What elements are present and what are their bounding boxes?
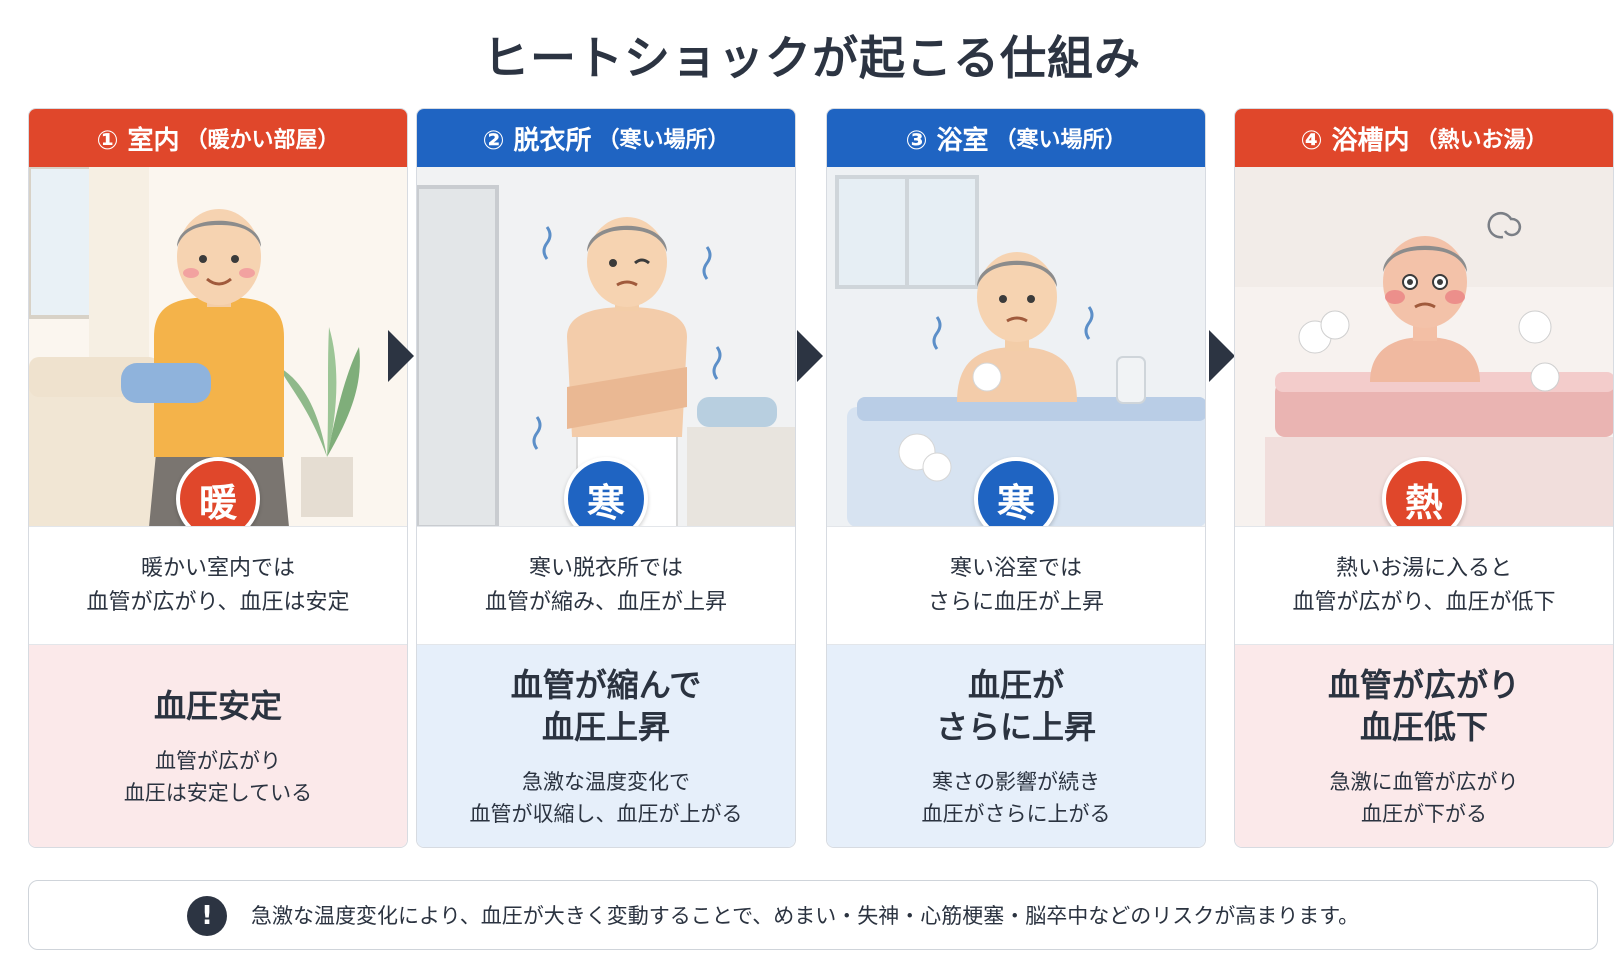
result-line: 血圧が <box>967 666 1064 704</box>
detail-line: 急激な温度変化で <box>522 770 690 794</box>
desc-line: 血管が広がり、血圧は安定 <box>86 589 350 615</box>
step-description-2: 寒い脱衣所では 血管が縮み、血圧が上昇 <box>417 527 795 645</box>
desc-line: 血管が縮み、血圧が上昇 <box>484 589 727 615</box>
step-description-1: 暖かい室内では 血管が広がり、血圧は安定 <box>29 527 407 645</box>
exclamation-icon: ! <box>187 896 227 936</box>
step-result-2: 血管が縮んで 血圧上昇 急激な温度変化で 血管が収縮し、血圧が上がる <box>417 645 795 847</box>
warm-badge: 暖 <box>176 457 260 526</box>
desc-line: 暖かい室内では <box>140 555 295 581</box>
result-line: 血管が縮んで <box>510 666 702 704</box>
detail-line: 血圧が下がる <box>1361 802 1487 826</box>
result-heading: 血管が広がり 血圧低下 <box>1328 664 1520 748</box>
detail-line: 血管が収縮し、血圧が上がる <box>469 802 743 826</box>
desc-line: 寒い浴室では <box>949 555 1082 581</box>
flow-arrow-icon <box>388 330 414 382</box>
step-description-4: 熱いお湯に入ると 血管が広がり、血圧が低下 <box>1235 527 1613 645</box>
bathroom-illustration: 寒 <box>827 167 1205 527</box>
changing-room-illustration: 寒 <box>417 167 795 527</box>
flow-arrow-icon <box>797 330 823 382</box>
cold-badge: 寒 <box>564 457 648 526</box>
step-header-sub: （寒い場所） <box>994 128 1127 153</box>
step-header-4: ④ 浴槽内 （熱いお湯） <box>1235 109 1613 167</box>
result-line: さらに上昇 <box>935 708 1096 746</box>
result-heading: 血圧が さらに上昇 <box>936 664 1096 748</box>
warning-note: ! 急激な温度変化により、血圧が大きく変動することで、めまい・失神・心筋梗塞・脳… <box>28 880 1598 950</box>
step-result-1: 血圧安定 血管が広がり 血圧は安定している <box>29 645 407 847</box>
result-detail: 急激に血管が広がり 血圧が下がる <box>1330 766 1519 830</box>
page-title: ヒートショックが起こる仕組み <box>483 31 1141 85</box>
result-line: 血圧上昇 <box>541 708 670 746</box>
step-description-3: 寒い浴室では さらに血圧が上昇 <box>827 527 1205 645</box>
detail-line: 血管が広がり <box>155 749 281 773</box>
desc-line: 寒い脱衣所では <box>528 555 683 581</box>
step-header-label: ④ 浴槽内 <box>1300 125 1410 156</box>
detail-line: 血圧がさらに上がる <box>921 802 1111 826</box>
result-heading: 血圧安定 <box>154 685 282 727</box>
warm-room-illustration: 暖 <box>29 167 407 527</box>
step-card-3: ③ 浴室 （寒い場所） 寒 寒い浴室では さらに血圧が上昇 <box>826 108 1206 848</box>
step-card-4: ④ 浴槽内 （熱いお湯） 熱 <box>1234 108 1614 848</box>
step-header-3: ③ 浴室 （寒い場所） <box>827 109 1205 167</box>
detail-line: 血圧は安定している <box>123 781 313 805</box>
step-header-1: ① 室内 （暖かい部屋） <box>29 109 407 167</box>
detail-line: 寒さの影響が続き <box>932 770 1100 794</box>
step-header-sub: （暖かい部屋） <box>185 128 340 153</box>
result-detail: 血管が広がり 血圧は安定している <box>124 745 312 809</box>
result-line: 血圧安定 <box>153 687 282 725</box>
desc-line: 熱いお湯に入ると <box>1335 555 1512 581</box>
detail-line: 急激に血管が広がり <box>1329 770 1519 794</box>
desc-line: さらに血圧が上昇 <box>927 589 1104 615</box>
result-detail: 寒さの影響が続き 血圧がさらに上がる <box>922 766 1111 830</box>
step-header-sub: （寒い場所） <box>597 128 730 153</box>
step-header-label: ① 室内 <box>96 125 180 156</box>
step-result-4: 血管が広がり 血圧低下 急激に血管が広がり 血圧が下がる <box>1235 645 1613 847</box>
step-header-label: ② 脱衣所 <box>482 125 592 156</box>
result-heading: 血管が縮んで 血圧上昇 <box>511 664 701 748</box>
flow-arrow-icon <box>1209 330 1235 382</box>
step-header-sub: （熱いお湯） <box>1415 128 1548 153</box>
desc-line: 血管が広がり、血圧が低下 <box>1292 589 1556 615</box>
cold-badge: 寒 <box>974 457 1058 526</box>
step-header-2: ② 脱衣所 （寒い場所） <box>417 109 795 167</box>
hot-badge: 熱 <box>1382 457 1466 526</box>
result-detail: 急激な温度変化で 血管が収縮し、血圧が上がる <box>470 766 743 830</box>
result-line: 血圧低下 <box>1359 708 1488 746</box>
result-line: 血管が広がり <box>1327 666 1520 704</box>
step-header-label: ③ 浴室 <box>905 125 989 156</box>
step-card-2: ② 脱衣所 （寒い場所） 寒 寒い脱衣所では 血管が縮み、 <box>416 108 796 848</box>
step-card-1: ① 室内 （暖かい部屋） 暖 <box>28 108 408 848</box>
hot-bath-illustration: 熱 <box>1235 167 1613 527</box>
step-result-3: 血圧が さらに上昇 寒さの影響が続き 血圧がさらに上がる <box>827 645 1205 847</box>
warning-text: 急激な温度変化により、血圧が大きく変動することで、めまい・失神・心筋梗塞・脳卒中… <box>251 904 1360 928</box>
